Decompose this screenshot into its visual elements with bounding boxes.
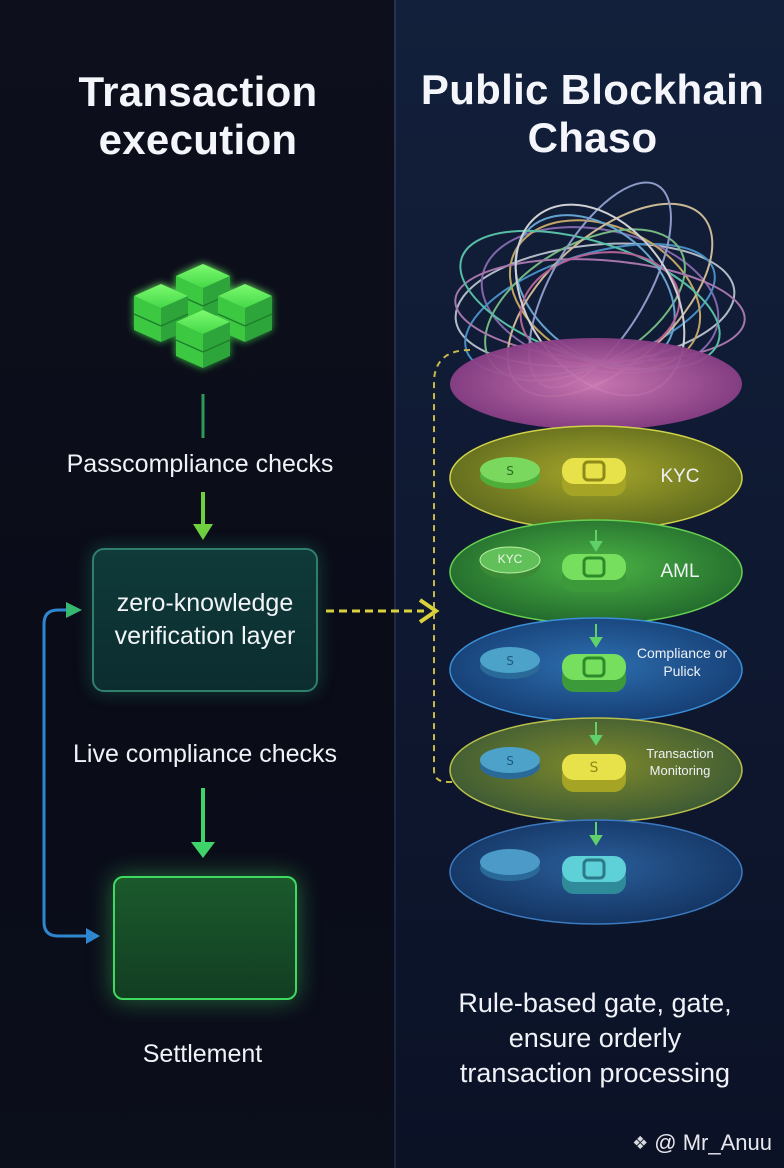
layer-label-compliance: Compliance or Pulick <box>636 645 728 679</box>
author-handle: ❖ @ Mr_Anuu <box>632 1130 772 1156</box>
svg-text:S: S <box>590 760 599 776</box>
svg-text:S: S <box>506 754 514 768</box>
settlement-label: Settlement <box>142 1040 263 1068</box>
layer-chip-kyc: KYC <box>497 552 523 566</box>
disc-arrow-4 <box>589 822 603 846</box>
diamond-logo-icon: ❖ <box>632 1132 649 1153</box>
aml-tokens <box>479 546 626 592</box>
zk-to-chain-arrow <box>326 598 440 624</box>
settlement-box <box>113 876 297 1000</box>
disc-arrow-3 <box>589 722 603 746</box>
pass-compliance-label: Passcompliance checks <box>66 450 334 478</box>
monitoring-tokens: S S <box>480 747 626 792</box>
left-title: Transaction execution <box>78 68 318 163</box>
right-dotted-connector <box>433 349 471 783</box>
layer-label-kyc: KYC <box>660 466 700 487</box>
kyc-tokens: S <box>480 457 626 496</box>
panel-divider <box>394 0 396 1168</box>
base-tokens <box>480 849 626 894</box>
disc-arrow-2 <box>589 624 603 648</box>
svg-text:S: S <box>506 464 514 478</box>
zk-verification-label: zero-knowledge verification layer <box>114 589 296 650</box>
layer-label-monitoring: Transaction Monitoring <box>646 746 714 778</box>
live-compliance-label: Live compliance checks <box>72 740 337 768</box>
arrow-pass-to-zk <box>193 492 213 540</box>
arrow-live-to-settlement <box>191 788 215 858</box>
pink-disc <box>450 338 742 430</box>
disc-arrow-1 <box>589 530 603 552</box>
cube-cluster-icon <box>133 264 273 368</box>
right-caption: Rule-based gate, gate, ensure orderly tr… <box>458 988 732 1088</box>
right-title: Public Blockhain Chaso <box>420 66 765 161</box>
svg-text:S: S <box>506 654 514 668</box>
author-handle-text: @ Mr_Anuu <box>654 1130 772 1155</box>
compliance-tokens: S <box>480 647 626 692</box>
zk-verification-box: zero-knowledge verification layer <box>92 548 318 692</box>
layer-label-aml: AML <box>660 561 700 582</box>
feedback-loop-arrow <box>42 602 100 944</box>
